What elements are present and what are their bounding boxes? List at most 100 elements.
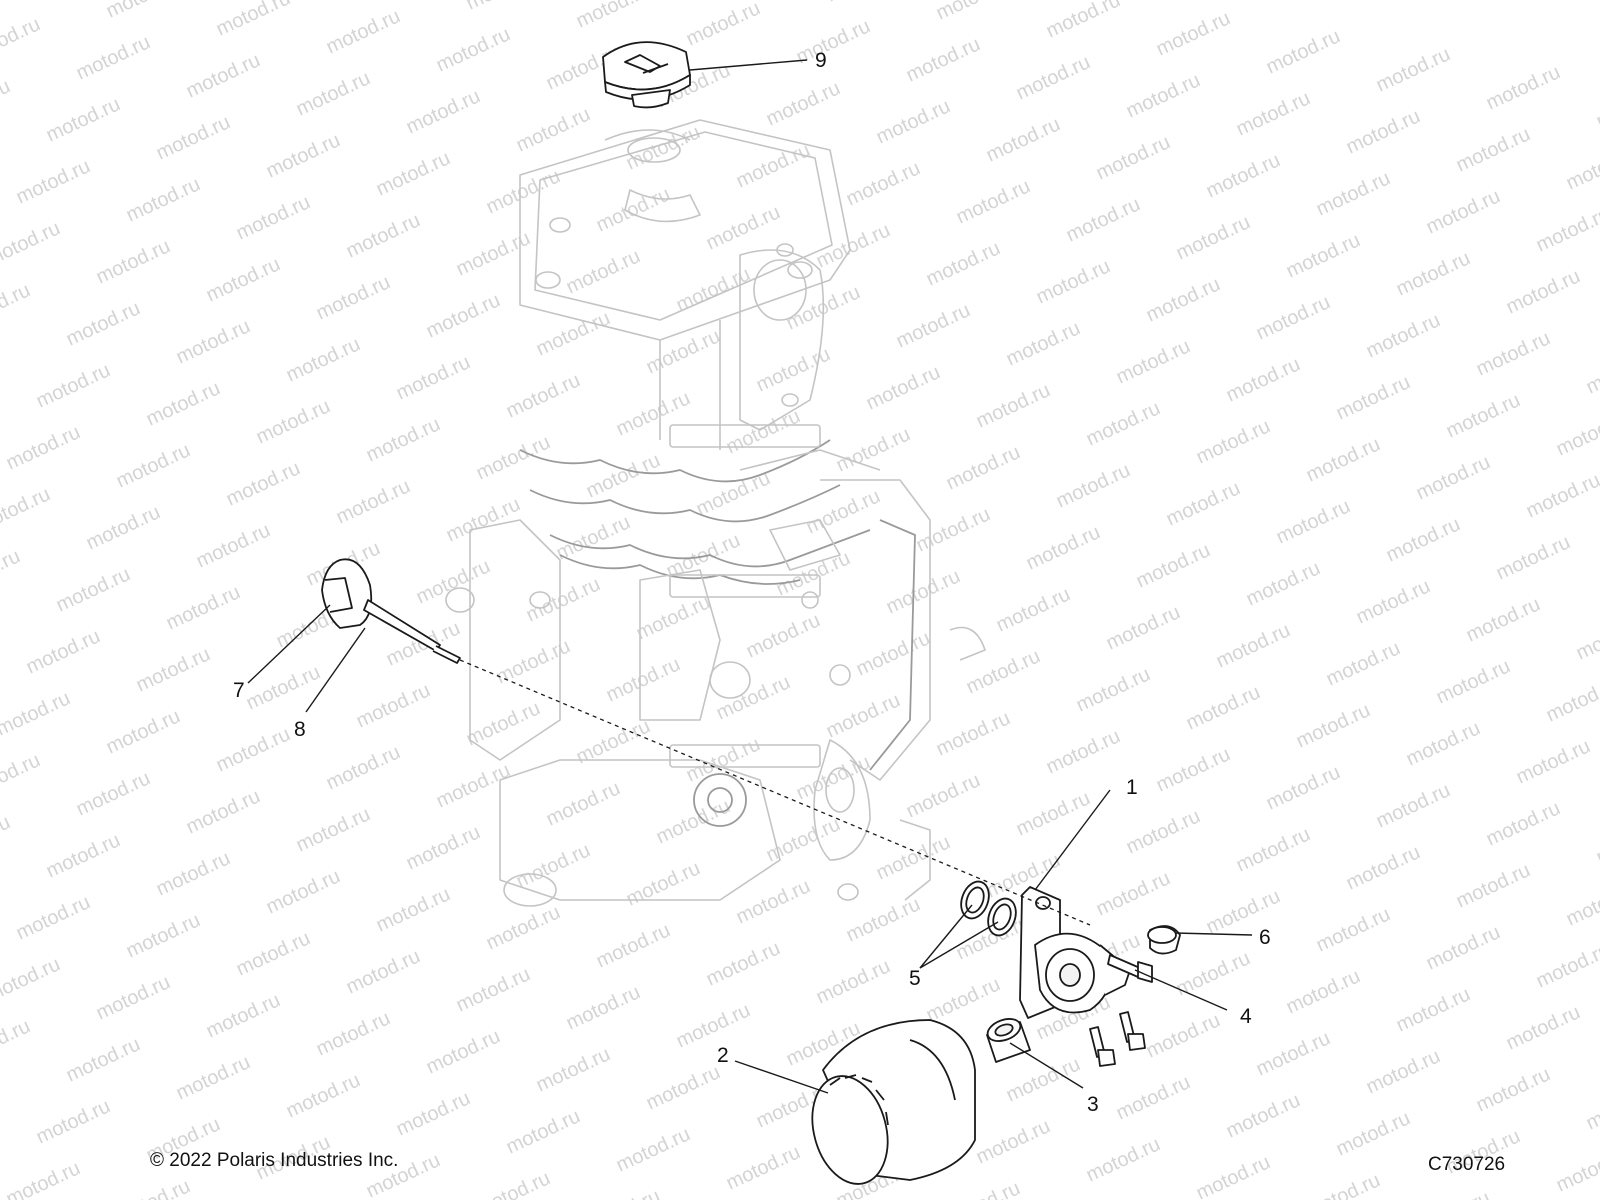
watermark-text: motod.ru xyxy=(1343,105,1424,158)
callout-5: 5 xyxy=(909,967,921,990)
watermark-text: motod.ru xyxy=(473,1167,554,1200)
watermark-text: motod.ru xyxy=(723,405,804,458)
watermark-text: motod.ru xyxy=(453,963,534,1016)
watermark-text: motod.ru xyxy=(993,583,1074,636)
watermark-text: motod.ru xyxy=(73,31,154,84)
watermark-text: motod.ru xyxy=(343,209,424,262)
watermark-text: motod.ru xyxy=(1453,123,1534,176)
bolts xyxy=(1089,954,1153,1067)
watermark-text: motod.ru xyxy=(3,1157,84,1200)
plug xyxy=(1147,925,1181,955)
watermark-text: motod.ru xyxy=(73,767,154,820)
watermark-text: motod.ru xyxy=(1233,87,1314,140)
watermark-text: motod.ru xyxy=(923,973,1004,1026)
watermark-text: motod.ru xyxy=(913,503,994,556)
watermark-text: motod.ru xyxy=(1153,743,1234,796)
watermark-text: motod.ru xyxy=(393,351,474,404)
watermark-text: motod.ru xyxy=(1373,779,1454,832)
watermark-text: motod.ru xyxy=(23,625,104,678)
watermark-text: motod.ru xyxy=(1553,1143,1600,1196)
watermark-text: motod.ru xyxy=(1533,203,1600,256)
watermark-text: motod.ru xyxy=(1593,79,1600,132)
watermark-text: motod.ru xyxy=(1253,291,1334,344)
watermark-text: motod.ru xyxy=(43,93,124,146)
watermark-text: motod.ru xyxy=(443,493,524,546)
watermark-text: motod.ru xyxy=(0,217,64,270)
callout-2: 2 xyxy=(717,1044,729,1067)
watermark-text: motod.ru xyxy=(613,1123,694,1176)
watermark-text: motod.ru xyxy=(1093,867,1174,920)
watermark-text: motod.ru xyxy=(843,157,924,210)
watermark-text: motod.ru xyxy=(973,1115,1054,1168)
watermark-text: motod.ru xyxy=(1153,7,1234,60)
watermark-text: motod.ru xyxy=(933,0,1014,25)
watermark-text: motod.ru xyxy=(1333,371,1414,424)
watermark-text: motod.ru xyxy=(533,307,614,360)
watermark-text: motod.ru xyxy=(333,475,414,528)
watermark-text: motod.ru xyxy=(413,555,494,608)
watermark-text: motod.ru xyxy=(43,829,124,882)
watermark-text: motod.ru xyxy=(1533,939,1600,992)
watermark-text: motod.ru xyxy=(453,227,534,280)
watermark-text: motod.ru xyxy=(283,1069,364,1122)
watermark-text: motod.ru xyxy=(1013,51,1094,104)
watermark-text: motod.ru xyxy=(673,999,754,1052)
callout-labels: 1 2 3 4 5 6 7 8 9 xyxy=(233,49,1271,1116)
watermark-text: motod.ru xyxy=(1283,229,1364,282)
watermark-text: motod.ru xyxy=(1493,531,1574,584)
watermark-text: motod.ru xyxy=(263,865,344,918)
watermark-text: motod.ru xyxy=(373,147,454,200)
watermark-text: motod.ru xyxy=(933,707,1014,760)
watermark-text: motod.ru xyxy=(743,609,824,662)
oil-filter-adapter xyxy=(1019,886,1131,1019)
watermark-text: motod.ru xyxy=(243,661,324,714)
watermark-text: motod.ru xyxy=(0,749,44,802)
watermark-text: motod.ru xyxy=(1333,1107,1414,1160)
watermark-text: motod.ru xyxy=(403,821,484,874)
watermark-text: motod.ru xyxy=(823,0,904,7)
watermark-text: motod.ru xyxy=(623,857,704,910)
watermark-text: motod.ru xyxy=(1313,167,1394,220)
watermark-text: motod.ru xyxy=(113,439,194,492)
watermark-text: motod.ru xyxy=(0,279,34,332)
watermark-text: motod.ru xyxy=(873,95,954,148)
watermark-text: motod.ru xyxy=(903,33,984,86)
watermark-text: motod.ru xyxy=(943,441,1024,494)
watermark-text: motod.ru xyxy=(1403,717,1484,770)
watermark-text: motod.ru xyxy=(0,13,44,66)
watermark-text: motod.ru xyxy=(1083,1133,1164,1186)
watermark-text: motod.ru xyxy=(483,901,564,954)
watermark-text: motod.ru xyxy=(1203,885,1284,938)
watermark-text: motod.ru xyxy=(973,379,1054,432)
watermark-text: motod.ru xyxy=(1003,317,1084,370)
drawing-number: C730726 xyxy=(1428,1154,1506,1175)
watermark-text: motod.ru xyxy=(1023,521,1104,574)
callout-7: 7 xyxy=(233,679,245,702)
watermark-text: motod.ru xyxy=(153,111,234,164)
watermark-text: motod.ru xyxy=(563,245,644,298)
watermark-text: motod.ru xyxy=(1083,397,1164,450)
watermark-text: motod.ru xyxy=(343,945,424,998)
watermark-text: motod.ru xyxy=(1143,273,1224,326)
oil-filler-cap xyxy=(602,41,691,109)
callout-3: 3 xyxy=(1087,1093,1099,1116)
watermark-text: motod.ru xyxy=(13,891,94,944)
watermark-text: motod.ru xyxy=(1063,193,1144,246)
watermark-text: motod.ru xyxy=(1523,469,1600,522)
watermark-text: motod.ru xyxy=(353,679,434,732)
watermark-text: motod.ru xyxy=(813,219,894,272)
watermark-text: motod.ru xyxy=(1113,1071,1194,1124)
watermark-text: motod.ru xyxy=(683,0,764,51)
oil-filter xyxy=(811,1019,976,1185)
watermark-text: motod.ru xyxy=(393,1087,474,1140)
watermark-text: motod.ru xyxy=(293,67,374,120)
watermark-text: motod.ru xyxy=(433,23,514,76)
watermark-text: motod.ru xyxy=(643,1061,724,1114)
watermark-text: motod.ru xyxy=(1003,1053,1084,1106)
watermark-text: motod.ru xyxy=(1273,495,1354,548)
watermark-text: motod.ru xyxy=(53,563,134,616)
watermark-text: motod.ru xyxy=(1373,43,1454,96)
watermark-text: motod.ru xyxy=(573,0,654,33)
watermark-text: motod.ru xyxy=(173,315,254,368)
watermark-text: motod.ru xyxy=(83,501,164,554)
